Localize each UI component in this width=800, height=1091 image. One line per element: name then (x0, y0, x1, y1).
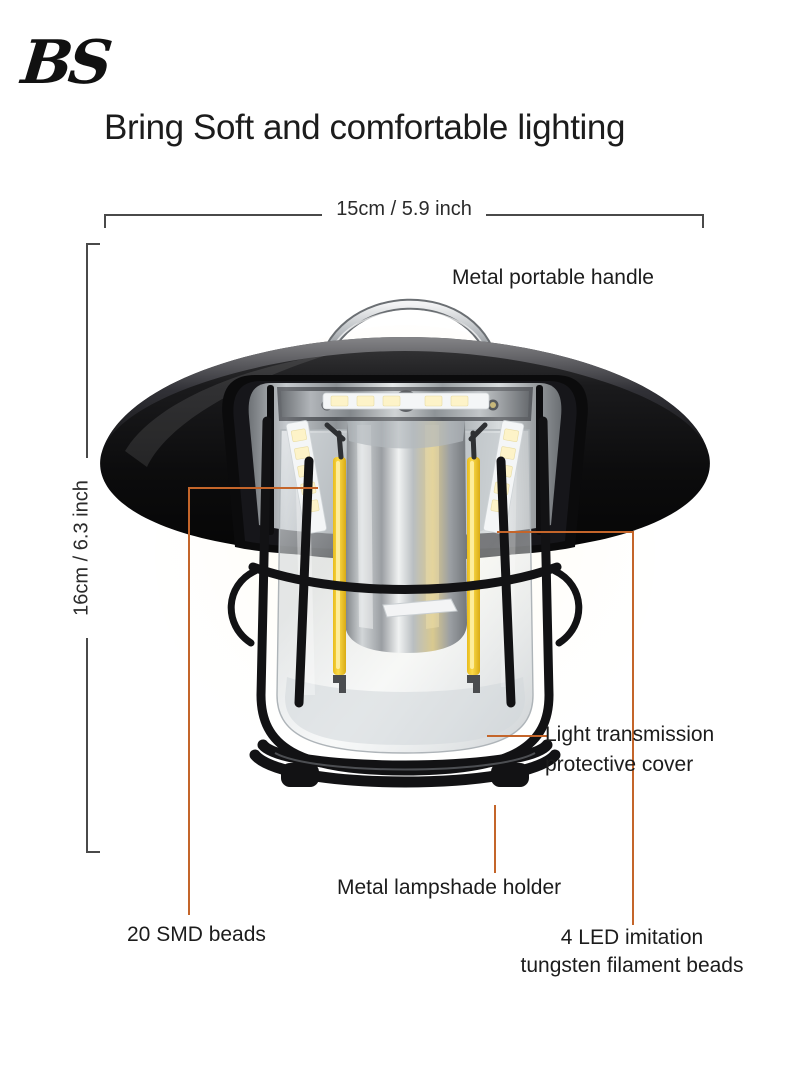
width-tick-left (104, 214, 106, 228)
metal-lampshade-holder-graphic (227, 416, 583, 788)
callout-tungsten-filament-line2: tungsten filament beads (520, 954, 744, 977)
callout-metal-lampshade-holder: Metal lampshade holder (337, 876, 562, 899)
callout-light-transmission-cover-line2: protective cover (545, 753, 694, 776)
holder-feet-graphic (281, 763, 529, 787)
width-dimension: 15cm / 5.9 inch (104, 192, 704, 232)
height-tick-top (86, 243, 100, 245)
height-dimension-label: 16cm / 6.3 inch (70, 480, 93, 616)
height-dimension: 16cm / 6.3 inch (62, 243, 102, 853)
width-bar-left (104, 214, 322, 216)
center-tube-graphic (345, 390, 467, 653)
leader-smd-vertical (188, 487, 190, 915)
width-dimension-label: 15cm / 5.9 inch (336, 198, 472, 220)
callout-20-smd-beads: 20 SMD beads (127, 923, 266, 946)
height-bar-top (86, 243, 88, 458)
height-tick-bottom (86, 851, 100, 853)
callout-tungsten-filament-line1: 4 LED imitation (560, 926, 704, 949)
width-bar-right (486, 214, 704, 216)
brand-logo-text: BS (18, 28, 112, 98)
width-tick-right (702, 214, 704, 228)
callout-light-transmission-cover-line1: Light transmission (545, 723, 715, 746)
leader-filament-horizontal (497, 531, 634, 533)
leader-cover-horizontal (487, 735, 547, 737)
height-bar-bottom (86, 638, 88, 853)
brand-logo: BS (18, 28, 142, 102)
leader-smd-horizontal (188, 487, 318, 489)
page-headline: Bring Soft and comfortable lighting (104, 108, 626, 147)
tungsten-filament-beads-graphic (324, 422, 488, 693)
leader-holder-vertical (494, 805, 496, 873)
camping-lantern-illustration (95, 225, 715, 855)
callout-metal-portable-handle: Metal portable handle (452, 266, 654, 289)
leader-filament-vertical (632, 531, 634, 925)
